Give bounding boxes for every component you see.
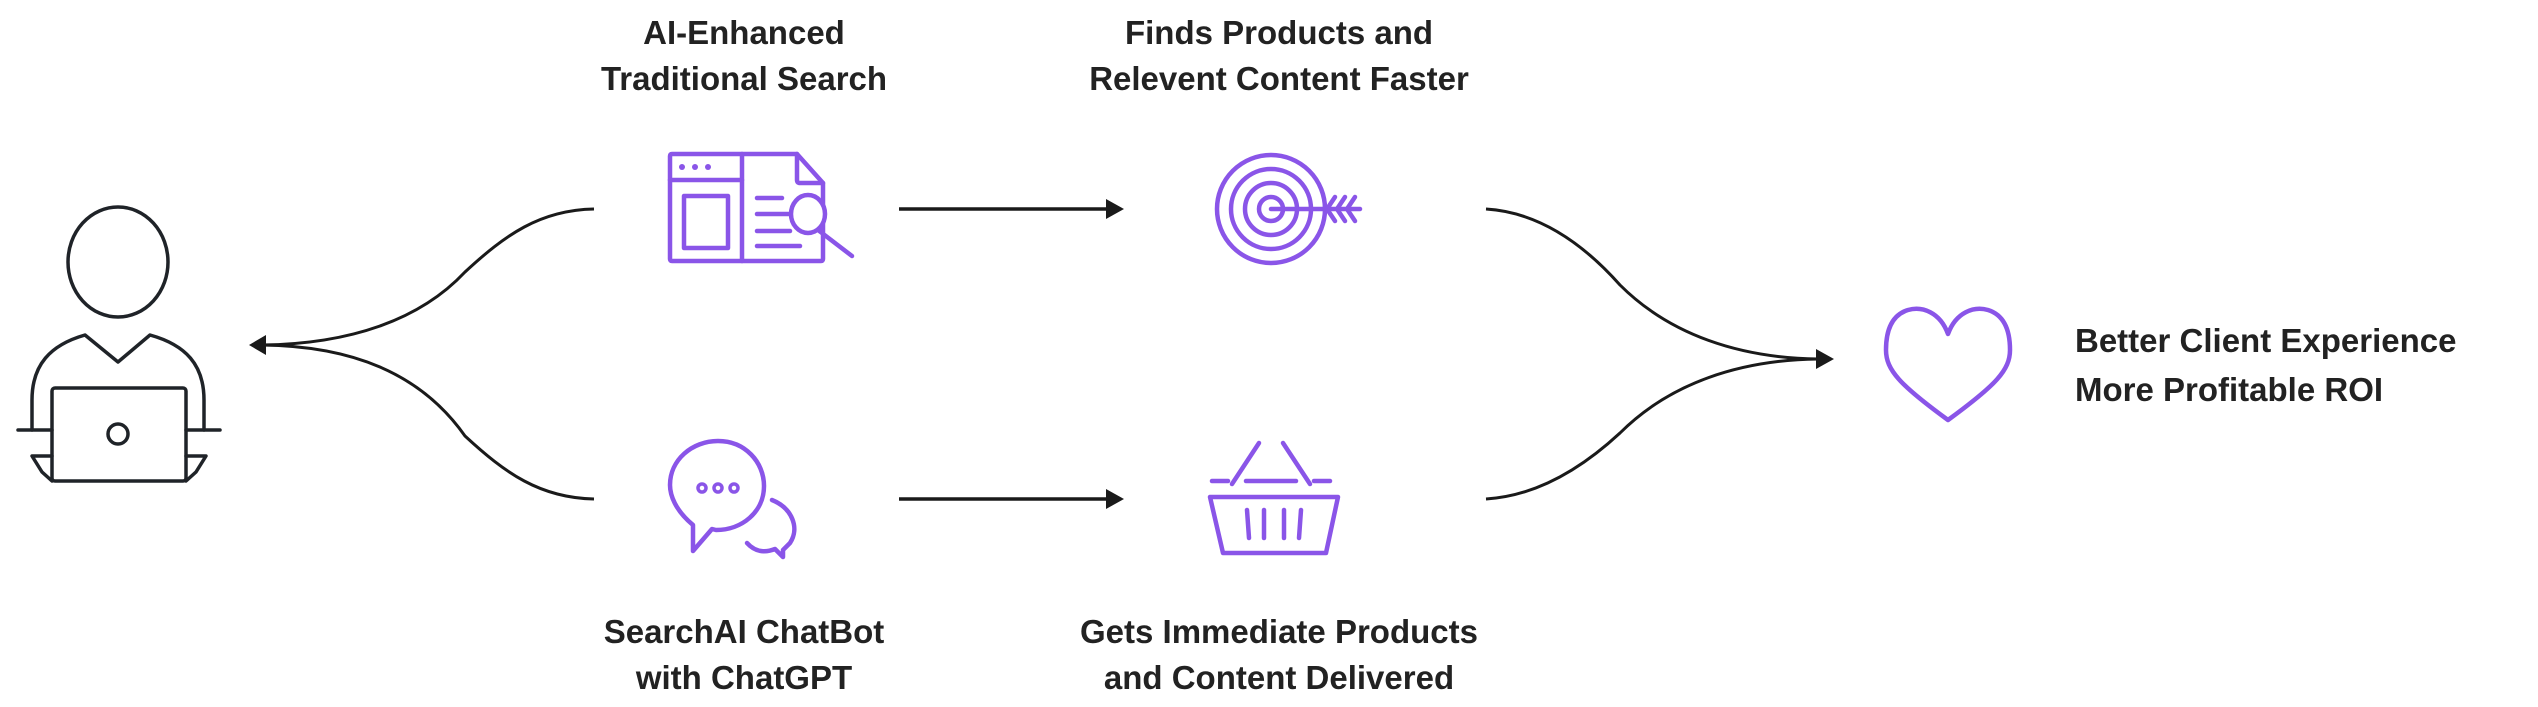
heart-icon (1883, 306, 2013, 423)
immediate-subtitle: and Content Delivered (1104, 659, 1454, 696)
flow-to-user (249, 207, 595, 501)
finds-faster-title: Finds Products and (1125, 14, 1433, 51)
finds-faster-subtitle: Relevent Content Faster (1089, 60, 1469, 97)
outcome-line-2: More Profitable ROI (2075, 371, 2383, 408)
arrow-chatbot-to-delivery (899, 489, 1124, 509)
immediate-title: Gets Immediate Products (1080, 613, 1478, 650)
basket-icon (1207, 440, 1341, 556)
target-icon (1214, 152, 1363, 266)
arrowhead-icon (1816, 349, 1834, 369)
flow-to-outcome (1485, 207, 1834, 501)
arrowhead-icon (249, 335, 266, 355)
chatbot-title: SearchAI ChatBot (604, 613, 885, 650)
traditional-search-subtitle: Traditional Search (601, 60, 887, 97)
outcome-line-1: Better Client Experience (2075, 322, 2456, 359)
arrow-search-to-results (899, 199, 1124, 219)
user-laptop-icon (16, 205, 222, 483)
search-document-icon (667, 151, 855, 264)
chat-bubbles-icon (667, 438, 797, 560)
chatbot-subtitle: with ChatGPT (635, 659, 852, 696)
traditional-search-title: AI-Enhanced (643, 14, 845, 51)
